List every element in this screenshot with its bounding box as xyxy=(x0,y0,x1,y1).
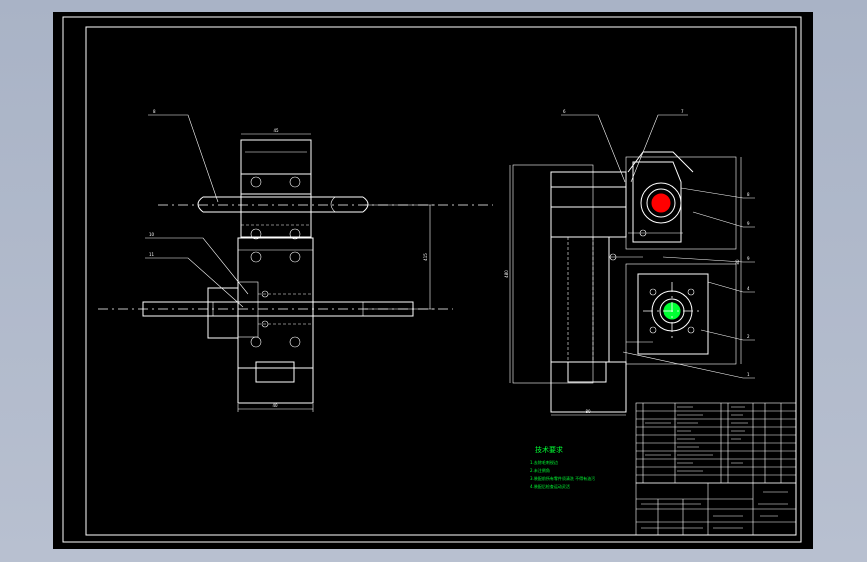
dim-height: 415 xyxy=(423,253,428,261)
drawing-canvas: 45 40 415 8 10 11 xyxy=(62,16,802,543)
dim-side-bottom: 80 xyxy=(585,409,591,414)
balloon-right-2: 9 xyxy=(747,221,750,226)
balloon-left-1: 8 xyxy=(153,109,156,114)
notes-title: 技术要求 xyxy=(535,445,563,454)
balloon-right-1: 8 xyxy=(747,192,750,197)
technical-notes: 技术要求 1.去除毛刺锐边 2.未注倒角 3.装配前所有零件须清洗 不得有油污 … xyxy=(530,445,595,489)
note-4: 4.装配后检查运动灵活 xyxy=(530,483,570,489)
title-block xyxy=(635,482,797,536)
balloon-right-4: 4 xyxy=(747,286,750,291)
parts-list xyxy=(635,402,797,484)
inner-border xyxy=(85,26,797,536)
balloon-left-2: 10 xyxy=(149,232,155,237)
side-view: 480 80 80 6 7 8 9 9 4 2 1 xyxy=(504,109,755,416)
note-2: 2.未注倒角 xyxy=(530,467,550,473)
balloon-right-3: 9 xyxy=(747,256,750,261)
dim-side-height: 480 xyxy=(504,270,509,278)
balloon-right-top-2: 7 xyxy=(681,109,684,114)
outer-border xyxy=(62,16,802,543)
front-view: 45 40 415 8 10 11 xyxy=(98,109,493,412)
red-marker-icon xyxy=(651,193,671,213)
balloon-right-top-1: 6 xyxy=(563,109,566,114)
dim-bottom-width: 40 xyxy=(272,403,278,408)
cad-viewport[interactable]: 45 40 415 8 10 11 xyxy=(53,12,813,549)
balloon-left-3: 11 xyxy=(149,252,155,257)
note-3: 3.装配前所有零件须清洗 不得有油污 xyxy=(530,475,595,481)
balloon-right-6: 1 xyxy=(747,372,750,377)
dim-top-width: 45 xyxy=(273,128,279,133)
note-1: 1.去除毛刺锐边 xyxy=(530,459,558,465)
balloon-right-5: 2 xyxy=(747,334,750,339)
